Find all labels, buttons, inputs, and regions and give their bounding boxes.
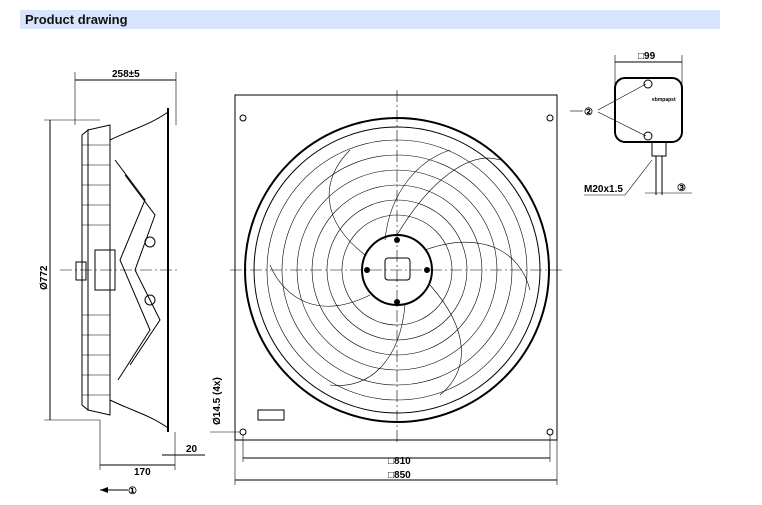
terminal-box-view: □99 ebmpapst ② M20x1.5 ③ xyxy=(570,51,692,196)
gland-dimension: M20x1.5 xyxy=(584,184,623,195)
flange-dimension: 20 xyxy=(186,444,198,455)
depth-dimension: 170 xyxy=(134,467,151,478)
side-view: 258±5 Ø772 170 20 xyxy=(39,69,205,497)
brand-label: ebmpapst xyxy=(652,97,676,103)
callout-2: ② xyxy=(584,107,593,118)
callout-3: ③ xyxy=(677,183,686,194)
inner-square-dimension: □810 xyxy=(388,456,411,467)
diameter-dimension: Ø772 xyxy=(39,265,50,290)
outer-square-dimension: □850 xyxy=(388,470,411,481)
callout-1: ① xyxy=(128,486,137,497)
section-title: Product drawing xyxy=(25,12,128,27)
section-header: Product drawing xyxy=(20,10,720,29)
hole-dimension: Ø14.5 (4x) xyxy=(212,377,223,425)
box-size-dimension: □99 xyxy=(638,51,656,62)
width-dimension: 258±5 xyxy=(112,69,140,80)
front-view: □810 □850 Ø14.5 (4x) xyxy=(210,90,565,485)
